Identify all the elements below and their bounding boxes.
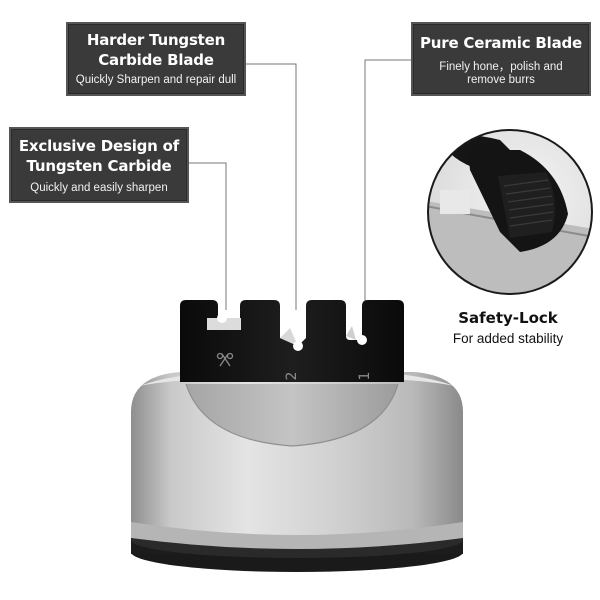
scissors-icon — [216, 352, 234, 367]
callout-exclusive-subtitle: Quickly and easily sharpen — [30, 182, 168, 194]
safety-lock-subtitle: For added stability — [452, 331, 564, 346]
callout-tungsten-title-1: Harder Tungsten — [86, 31, 226, 49]
sharpener-body — [131, 368, 463, 572]
callout-tungsten-title-2: Carbide Blade — [98, 51, 214, 69]
safety-lock-caption: Safety-Lock For added stability — [428, 309, 588, 346]
callout-tungsten-subtitle: Quickly Sharpen and repair dull — [75, 74, 237, 86]
callout-exclusive-design: Exclusive Design of Tungsten Carbide Qui… — [9, 127, 189, 203]
callout-ceramic-subtitle-2: remove burrs — [467, 74, 535, 86]
blade-head — [180, 300, 404, 382]
callout-ceramic-title: Pure Ceramic Blade — [419, 34, 583, 52]
slot-1-label: 1 — [357, 372, 373, 381]
blade-slot-details — [207, 313, 367, 367]
safety-lock-zoom — [427, 129, 593, 295]
slot-2-label: 2 — [284, 372, 300, 381]
callout-ceramic-blade: Pure Ceramic Blade Finely hone，polish an… — [411, 22, 591, 96]
callout-exclusive-title-1: Exclusive Design of — [18, 137, 180, 155]
callout-exclusive-title-2: Tungsten Carbide — [26, 157, 172, 175]
safety-lock-title: Safety-Lock — [458, 309, 558, 327]
callout-tungsten-blade: Harder Tungsten Carbide Blade Quickly Sh… — [66, 22, 246, 96]
leader-lines — [189, 59, 411, 318]
callout-ceramic-subtitle-1: Finely hone，polish and — [439, 61, 563, 73]
